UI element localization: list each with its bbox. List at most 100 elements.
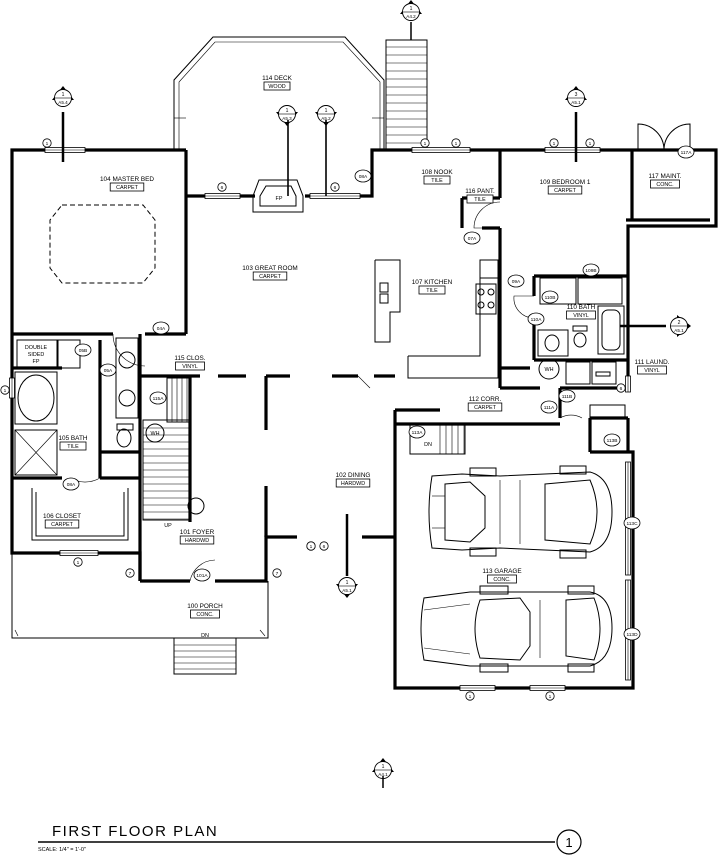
door-tag: 111A: [540, 400, 558, 414]
window-tag: 6: [616, 383, 626, 393]
room-finish: CONC.: [656, 182, 673, 188]
room-name: 106 CLOSET: [43, 513, 81, 520]
fireplace: FP: [252, 179, 304, 213]
door-tag: 05B: [74, 343, 92, 357]
room-finish: VINYL: [644, 368, 660, 374]
room-name: 102 DINING: [336, 472, 371, 479]
garage-steps-dn: DN: [424, 442, 432, 448]
room-finish: TILE: [474, 197, 486, 203]
door-tag: 115A: [149, 391, 167, 405]
double-fp-line3: FP: [33, 359, 40, 365]
door-tag: 117A: [677, 145, 695, 159]
window-tag: 1: [0, 385, 10, 395]
main-stairs: UP: [142, 377, 205, 529]
door-tag-text: 08A: [67, 482, 76, 488]
garage-steps: DN: [409, 423, 466, 455]
room-finish: VINYL: [573, 313, 589, 319]
window-tag-text: 6: [620, 386, 623, 392]
door-tag: 05A: [99, 363, 117, 377]
door-tag-text: 08A: [359, 174, 368, 180]
section-mark: 1A5.3: [276, 105, 298, 126]
room-name: 100 PORCH: [187, 603, 223, 610]
window-tag: 7: [125, 568, 135, 578]
window-tag: 6: [330, 182, 340, 192]
double-sided-fireplace: DOUBLE SIDED FP: [16, 339, 81, 369]
master-bath-fixtures: [14, 337, 139, 476]
door-tag-text: 05B: [79, 348, 88, 354]
room-name: 107 KITCHEN: [412, 279, 453, 286]
window-tag-text: 1: [455, 141, 458, 147]
fireplace-label: FP: [276, 196, 283, 202]
room-name: 109 BEDROOM 1: [540, 179, 591, 186]
room-finish: CARPET: [51, 522, 74, 528]
door-tag-text: 110B: [545, 295, 556, 301]
deck-stairs: [385, 39, 428, 151]
window-tag-text: 1: [469, 694, 472, 700]
door-tag-text: 111B: [562, 394, 573, 400]
room-finish: CARPET: [116, 185, 139, 191]
room-name: 110 BATH: [567, 304, 596, 311]
plan-number: 1: [565, 835, 572, 850]
room-finish: CONC.: [493, 577, 510, 583]
room-label-great: 103 GREAT ROOM CARPET: [242, 265, 298, 281]
section-sheet: A5.1: [674, 328, 684, 333]
door-tag-text: 09A: [512, 279, 521, 285]
window-tag: 1: [585, 138, 595, 148]
master-bed-tray-ceiling: [49, 204, 156, 284]
door-tag: 04A: [152, 321, 170, 335]
room-name: 113 GARAGE: [482, 568, 521, 575]
window-tag: 1: [549, 138, 559, 148]
room-name: 108 NOOK: [421, 169, 453, 176]
section-sheet: A4.2: [406, 14, 416, 19]
section-mark: 1A5.1: [336, 577, 358, 598]
window-tag-text: 6: [221, 185, 224, 191]
window-tag: 6: [319, 541, 329, 551]
room-finish: CARPET: [259, 274, 282, 280]
section-num: 1: [346, 580, 349, 586]
door-tag-text: 113A: [412, 430, 424, 436]
window-tag: 1: [306, 541, 316, 551]
window-tag-text: 1: [4, 388, 7, 394]
water-heater-1-label: WH: [151, 431, 160, 437]
section-num: 1: [410, 6, 413, 12]
section-sheet: A5.4: [58, 100, 68, 105]
room-name: 115 CLOS.: [174, 355, 205, 362]
door-tag: 09A: [507, 274, 525, 288]
room-name: 117 MAINT.: [649, 173, 682, 180]
laundry-appliances: [565, 361, 626, 420]
room-name: 103 GREAT ROOM: [242, 265, 298, 272]
deck: [173, 36, 385, 151]
door-tag: 08A: [62, 477, 80, 491]
section-mark: 3A5.1: [565, 86, 587, 107]
maint-double-door: [637, 123, 691, 151]
porch-dn: DN: [201, 633, 209, 639]
door-tags: 08A117A07A09A109B110B04A05B05A110A115A11…: [62, 145, 695, 641]
room-label-clos115: 115 CLOS.VINYL: [174, 355, 206, 371]
double-fp-line1: DOUBLE: [25, 345, 48, 351]
room-name: 112 CORR.: [469, 396, 502, 403]
window-tag: 6: [217, 182, 227, 192]
kitchen-counters: [374, 259, 499, 379]
window-tag: 1: [465, 691, 475, 701]
room-label-dining: 102 DINING HARDWD: [336, 472, 371, 488]
water-heater-2-label: WH: [545, 367, 554, 373]
window-tag: 1: [42, 138, 52, 148]
section-lines: [61, 22, 666, 788]
window-tag-text: 1: [589, 141, 592, 147]
porch: DN: [11, 553, 269, 675]
room-label-maint: 117 MAINT. CONC.: [649, 173, 682, 189]
section-sheet: A5.2: [321, 116, 331, 121]
door-tag: 111B: [558, 389, 576, 403]
section-num: 1: [325, 108, 328, 114]
door-tag: 113A: [408, 425, 426, 439]
section-mark: 2A5.1: [670, 315, 691, 337]
car-2: [420, 585, 613, 673]
window-tag-text: 6: [323, 544, 326, 550]
section-num: 1: [62, 92, 65, 98]
closet-106-shelves: [31, 488, 129, 541]
room-finish: HARDWD: [341, 481, 365, 487]
